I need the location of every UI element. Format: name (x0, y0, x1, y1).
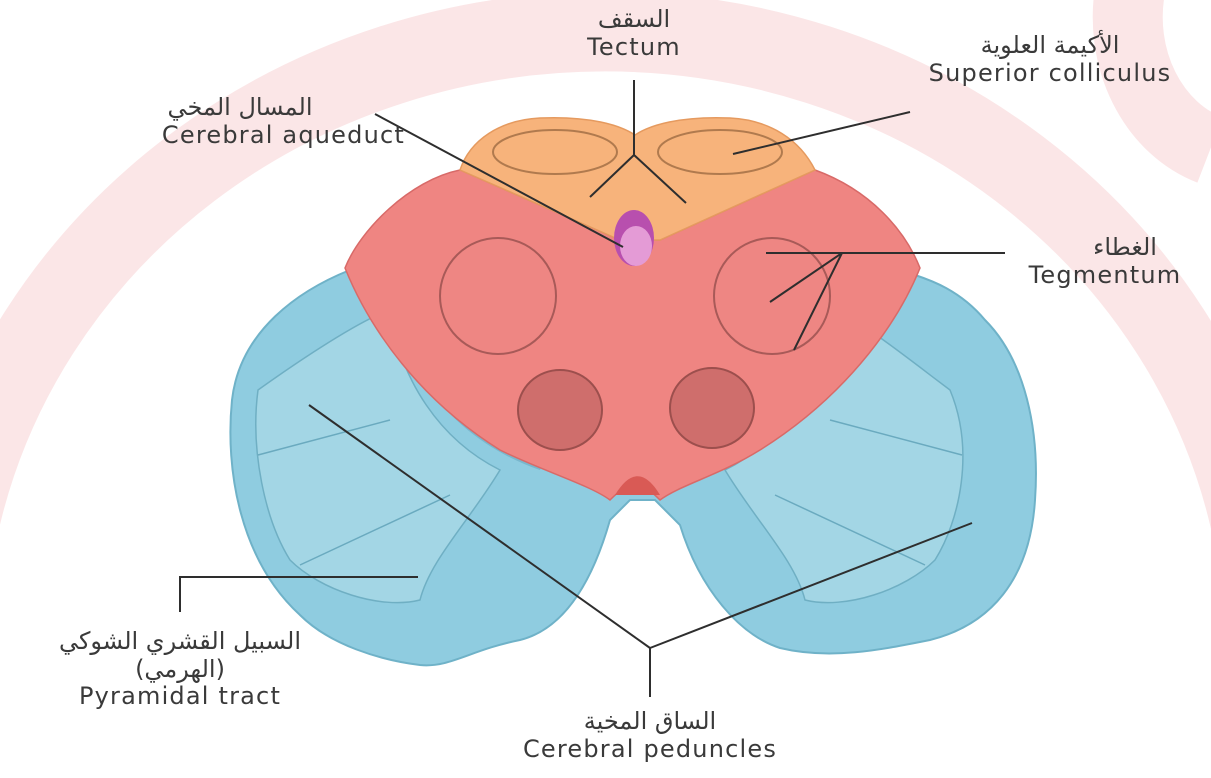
cerebral-peduncles-label: الساق المخية Cerebral peduncles (490, 708, 810, 763)
right-tegmental-circle (714, 238, 830, 354)
left-tegmental-circle (440, 238, 556, 354)
pyramidal-tract-label: السبيل القشري الشوكي (الهرمي) Pyramidal … (0, 628, 360, 711)
superior-colliculus-label-ar: الأكيمة العلوية (900, 32, 1200, 60)
pyramidal-tract-label-ar: السبيل القشري الشوكي (0, 628, 360, 656)
pyramidal-tract-label-en: Pyramidal tract (0, 683, 360, 711)
right-superior-colliculus (658, 130, 782, 174)
tectum-label-ar: السقف (534, 6, 734, 34)
tectum-label: السقف Tectum (534, 6, 734, 61)
left-superior-colliculus (493, 130, 617, 174)
pyramidal-tract-label-ar2: (الهرمي) (0, 656, 360, 684)
superior-colliculus-label-en: Superior colliculus (900, 60, 1200, 88)
tegmentum-label-ar: الغطاء (1010, 234, 1200, 262)
right-red-nucleus (670, 368, 754, 448)
cerebral-aqueduct-label: المسال المخي Cerebral aqueduct (105, 94, 405, 149)
superior-colliculus-label: الأكيمة العلوية Superior colliculus (900, 32, 1200, 87)
left-red-nucleus (518, 370, 602, 450)
cerebral-peduncles-label-ar: الساق المخية (490, 708, 810, 736)
tegmentum-label: الغطاء Tegmentum (1010, 234, 1200, 289)
cerebral-peduncles-label-en: Cerebral peduncles (490, 736, 810, 764)
cerebral-aqueduct-label-en: Cerebral aqueduct (105, 122, 405, 150)
cerebral-aqueduct-shape (614, 210, 654, 266)
tegmentum-label-en: Tegmentum (1010, 262, 1200, 290)
cerebral-aqueduct-label-ar: المسال المخي (105, 94, 405, 122)
tectum-label-en: Tectum (534, 34, 734, 62)
